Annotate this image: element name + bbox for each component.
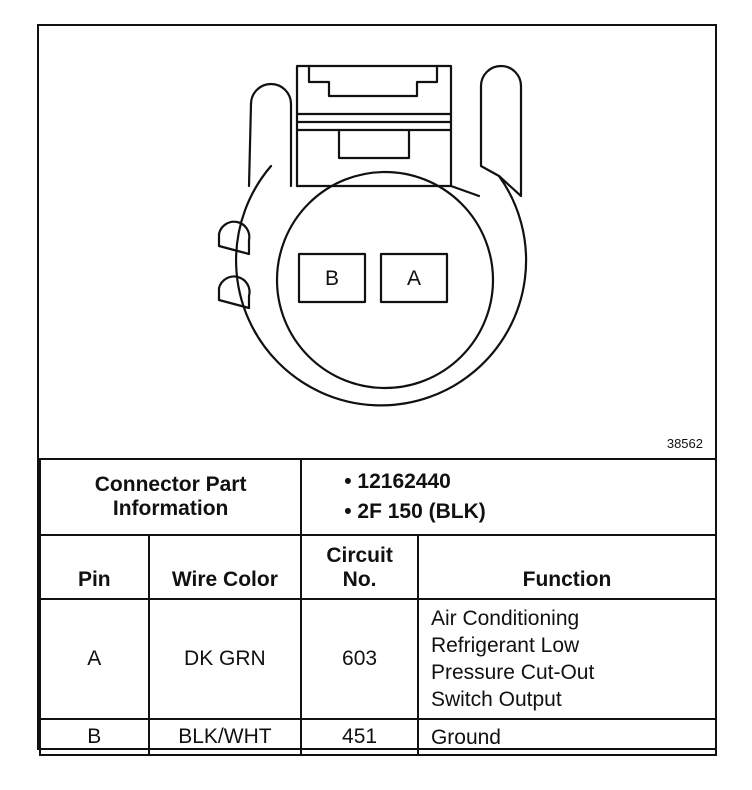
row-b-wire-color: BLK/WHT (147, 718, 303, 756)
connector-inner-face (275, 170, 495, 390)
figure-number: 38562 (666, 436, 703, 451)
connector-left-notch-lower (217, 275, 251, 310)
connector-latch-housing (295, 64, 453, 188)
connector-info-label-line2: Information (112, 497, 229, 520)
connector-outer-ring (235, 164, 528, 407)
table-header-row: Pin Wire Color Circuit No. Function (39, 534, 718, 600)
connector-diagram-frame: B A 38562 Connector Part Information • 1… (37, 24, 718, 756)
row-b-function: Ground (416, 718, 718, 756)
row-b-pin: B (39, 718, 150, 756)
connector-right-clip (479, 64, 523, 198)
connector-info-label-line1: Connector Part (94, 473, 247, 496)
table-row: A DK GRN 603 Air Conditioning Refrigeran… (39, 598, 718, 720)
connector-part-number: • 12162440 (344, 470, 451, 493)
row-a-pin: A (39, 598, 150, 720)
pin-label-b: B (325, 267, 339, 290)
header-circuit-line1: Circuit (326, 544, 393, 567)
header-wire-color: Wire Color (147, 534, 303, 600)
pin-label-a: A (407, 267, 421, 290)
row-b-circuit: 451 (300, 718, 419, 756)
pin-cavity-b (297, 252, 367, 304)
connector-figure: B A 38562 (39, 26, 715, 458)
header-circuit: Circuit No. (300, 534, 419, 600)
row-a-function-line: Switch Output (430, 688, 562, 711)
connector-table: Connector Part Information • 12162440 • … (38, 458, 718, 756)
row-a-function-line: Pressure Cut-Out (430, 661, 595, 684)
row-a-function: Air Conditioning Refrigerant Low Pressur… (416, 598, 718, 720)
header-circuit-line2: No. (342, 568, 377, 591)
connector-part-code: • 2F 150 (BLK) (344, 500, 486, 523)
header-function: Function (416, 534, 718, 600)
pin-cavity-a (379, 252, 449, 304)
connector-info-values: • 12162440 • 2F 150 (BLK) (300, 458, 717, 536)
connector-left-notch-upper (217, 220, 251, 256)
header-pin: Pin (39, 534, 150, 600)
row-a-function-line: Refrigerant Low (430, 634, 580, 657)
row-a-function-line: Air Conditioning (430, 607, 580, 630)
row-a-wire-color: DK GRN (147, 598, 303, 720)
row-a-circuit: 603 (300, 598, 419, 720)
connector-info-label: Connector Part Information (38, 458, 303, 536)
connector-drawing: B A (217, 64, 528, 407)
connector-info-row: Connector Part Information • 12162440 • … (38, 458, 717, 536)
table-row: B BLK/WHT 451 Ground (39, 718, 718, 756)
connector-left-clip (247, 82, 293, 188)
